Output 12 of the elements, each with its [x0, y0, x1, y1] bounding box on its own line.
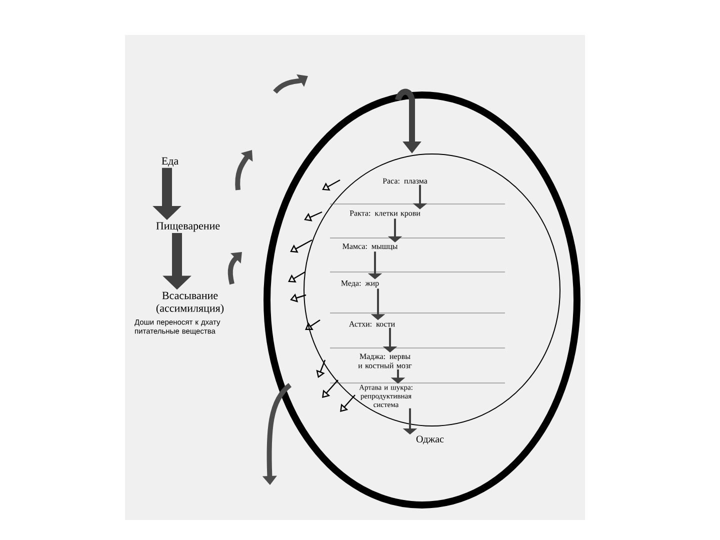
dhatu-label: Астхи: кости [349, 321, 395, 327]
dhatu-label: Оджас [416, 436, 444, 444]
dhatu-label: Маджа: нервы и костный мозг [358, 354, 412, 368]
ring [264, 92, 580, 508]
step-label: Еда [162, 157, 178, 167]
step-label: Всасывание (ассимиляция) [156, 292, 224, 314]
step-label: Пищеварение [156, 222, 220, 232]
dhatu-label: Раса: плазма [382, 178, 428, 184]
dhatu-label: Ракта: клетки крови [350, 210, 420, 218]
dhatu-label: Меда: жир [341, 280, 379, 288]
dhatu-label: Мамса: мышцы [342, 244, 398, 250]
ring [304, 154, 560, 426]
